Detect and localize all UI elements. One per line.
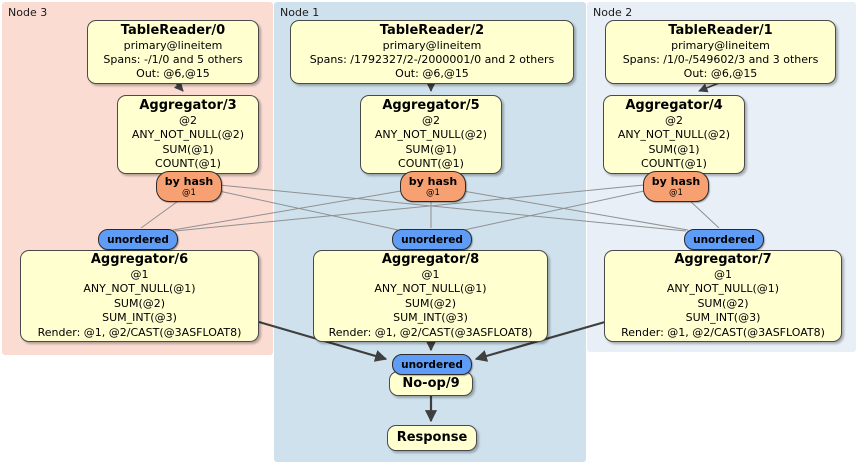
processor-detail: Render: @1, @2/CAST(@3ASFLOAT8) [328,325,533,339]
processor-aggregator-5: Aggregator/5 @2 ANY_NOT_NULL(@2) SUM(@1)… [360,95,502,174]
processor-detail: ANY_NOT_NULL(@2) [131,128,245,141]
processor-detail: ANY_NOT_NULL(@2) [374,128,488,141]
processor-detail: Spans: /1/0-/549602/3 and 3 others [622,53,819,66]
unordered-sync-agg7: unordered [684,229,764,250]
processor-detail: Out: @6,@15 [136,67,210,80]
processor-noop-9: No-op/9 [389,371,473,396]
processor-aggregator-7: Aggregator/7 @1 ANY_NOT_NULL(@1) SUM(@2)… [604,250,842,342]
processor-detail: @1 [714,267,732,281]
edge-hash3-unordered6 [140,198,182,229]
processor-detail: ANY_NOT_NULL(@1) [83,282,196,296]
processor-title: Aggregator/8 [381,251,480,267]
edge-tr0-agg3 [173,81,184,92]
processor-detail: primary@lineitem [671,39,770,52]
processor-detail: ANY_NOT_NULL(@1) [666,282,780,296]
processor-title: Response [396,430,468,445]
edge-hash3-unordered8 [218,190,399,231]
processor-title: Aggregator/7 [674,251,772,267]
processor-detail: Out: @6,@15 [683,67,758,80]
region-label: Node 2 [593,6,633,19]
processor-detail: COUNT(@1) [641,157,707,170]
processor-detail: SUM(@2) [113,296,166,310]
processor-detail: SUM(@1) [405,142,457,156]
processor-detail: @2 [422,113,440,127]
processor-title: TableReader/1 [668,23,773,38]
processor-detail: COUNT(@1) [155,157,221,170]
processor-detail: SUM(@1) [648,142,700,156]
processor-detail: Spans: -/1/0 and 5 others [103,53,243,66]
hash-router-label: by hash [651,175,701,188]
unordered-sync-final: unordered [392,354,472,375]
hash-router-label: by hash [164,175,214,188]
processor-detail: @2 [665,113,683,127]
processor-title: TableReader/0 [120,23,226,38]
unordered-sync-agg6: unordered [98,229,178,250]
region-label: Node 3 [8,6,48,19]
processor-response: Response [387,425,477,451]
processor-title: No-op/9 [402,375,460,391]
processor-detail: SUM_INT(@3) [102,311,177,325]
unordered-sync-agg8: unordered [392,229,472,250]
hash-router-detail: @1 [669,188,683,198]
processor-detail: @1 [130,267,149,281]
hash-router-detail: @1 [182,188,196,198]
processor-detail: primary@lineitem [123,39,223,52]
processor-detail: @1 [421,267,440,281]
region-label: Node 1 [280,6,320,19]
processor-detail: Out: @6,@15 [395,67,469,80]
processor-detail: primary@lineitem [382,39,482,52]
edge-hash4-unordered6 [174,184,645,232]
processor-detail: SUM(@2) [697,296,749,310]
processor-title: TableReader/2 [379,23,485,38]
edge-hash3-unordered7 [218,184,687,232]
processor-aggregator-6: Aggregator/6 @1 ANY_NOT_NULL(@1) SUM(@2)… [20,250,259,342]
processor-tablereader-2: TableReader/2 primary@lineitem Spans: /1… [290,20,574,84]
processor-detail: SUM_INT(@3) [393,311,468,325]
processor-aggregator-3: Aggregator/3 @2 ANY_NOT_NULL(@2) SUM(@1)… [117,95,259,174]
edge-hash4-unordered8 [463,190,645,231]
hash-router-agg4: by hash @1 [643,171,709,202]
processor-title: Aggregator/4 [625,97,723,113]
processor-tablereader-1: TableReader/1 primary@lineitem Spans: /1… [605,20,836,84]
hash-router-label: by hash [408,175,458,188]
processor-detail: @2 [179,113,197,127]
processor-detail: ANY_NOT_NULL(@1) [374,282,487,296]
edge-hash5-unordered6 [172,190,402,231]
processor-title: Aggregator/5 [382,97,480,113]
processor-detail: ANY_NOT_NULL(@2) [617,128,731,141]
hash-router-agg3: by hash @1 [156,171,222,202]
processor-detail: Render: @1, @2/CAST(@3ASFLOAT8) [37,325,242,339]
processor-aggregator-4: Aggregator/4 @2 ANY_NOT_NULL(@2) SUM(@1)… [603,95,745,174]
processor-aggregator-8: Aggregator/8 @1 ANY_NOT_NULL(@1) SUM(@2)… [313,250,548,342]
edge-hash4-unordered7 [687,198,720,229]
processor-title: Aggregator/3 [139,97,237,113]
processor-title: Aggregator/6 [90,251,189,267]
processor-detail: COUNT(@1) [398,157,464,170]
processor-detail: SUM(@2) [404,296,457,310]
processor-tablereader-0: TableReader/0 primary@lineitem Spans: -/… [87,20,259,84]
hash-fanout-edges [140,184,720,232]
processor-detail: Spans: /1792327/2-/2000001/0 and 2 other… [309,53,555,66]
edge-hash5-unordered7 [462,190,689,231]
processor-detail: SUM(@1) [162,142,214,156]
hash-router-agg5: by hash @1 [400,171,466,202]
processor-detail: Render: @1, @2/CAST(@3ASFLOAT8) [621,325,825,339]
hash-router-detail: @1 [426,188,440,198]
processor-detail: SUM_INT(@3) [685,311,761,325]
edge-tr1-agg4 [698,82,720,93]
